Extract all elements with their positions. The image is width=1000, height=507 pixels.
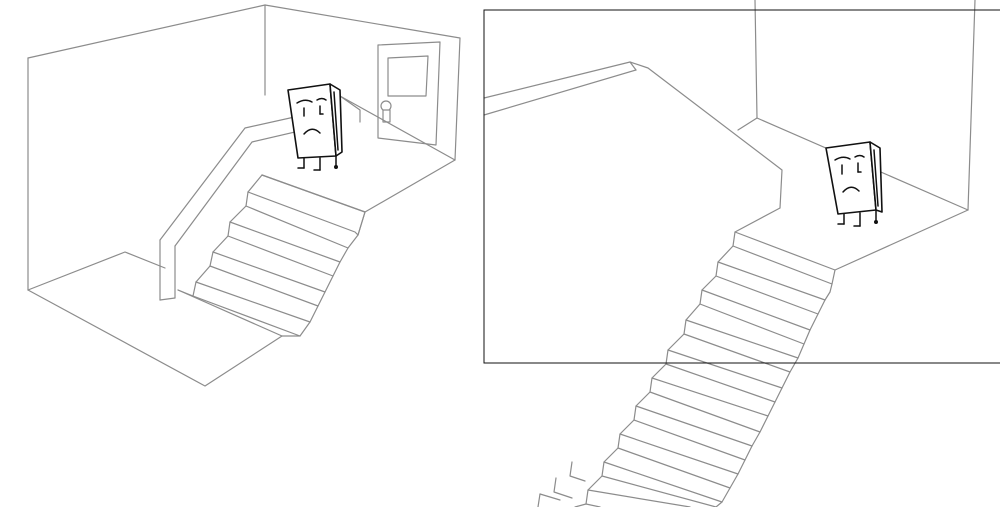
floor xyxy=(27,251,283,387)
landing xyxy=(734,117,969,271)
room-walls xyxy=(27,4,461,291)
right-panel xyxy=(483,0,1000,507)
staircase xyxy=(537,231,836,507)
left-panel xyxy=(27,4,461,387)
book-character xyxy=(287,83,343,171)
handrail xyxy=(483,61,783,209)
staircase xyxy=(177,174,366,337)
book-character xyxy=(825,141,883,227)
door-window xyxy=(387,55,429,97)
viewport-frame xyxy=(483,9,1000,364)
door xyxy=(377,41,441,146)
